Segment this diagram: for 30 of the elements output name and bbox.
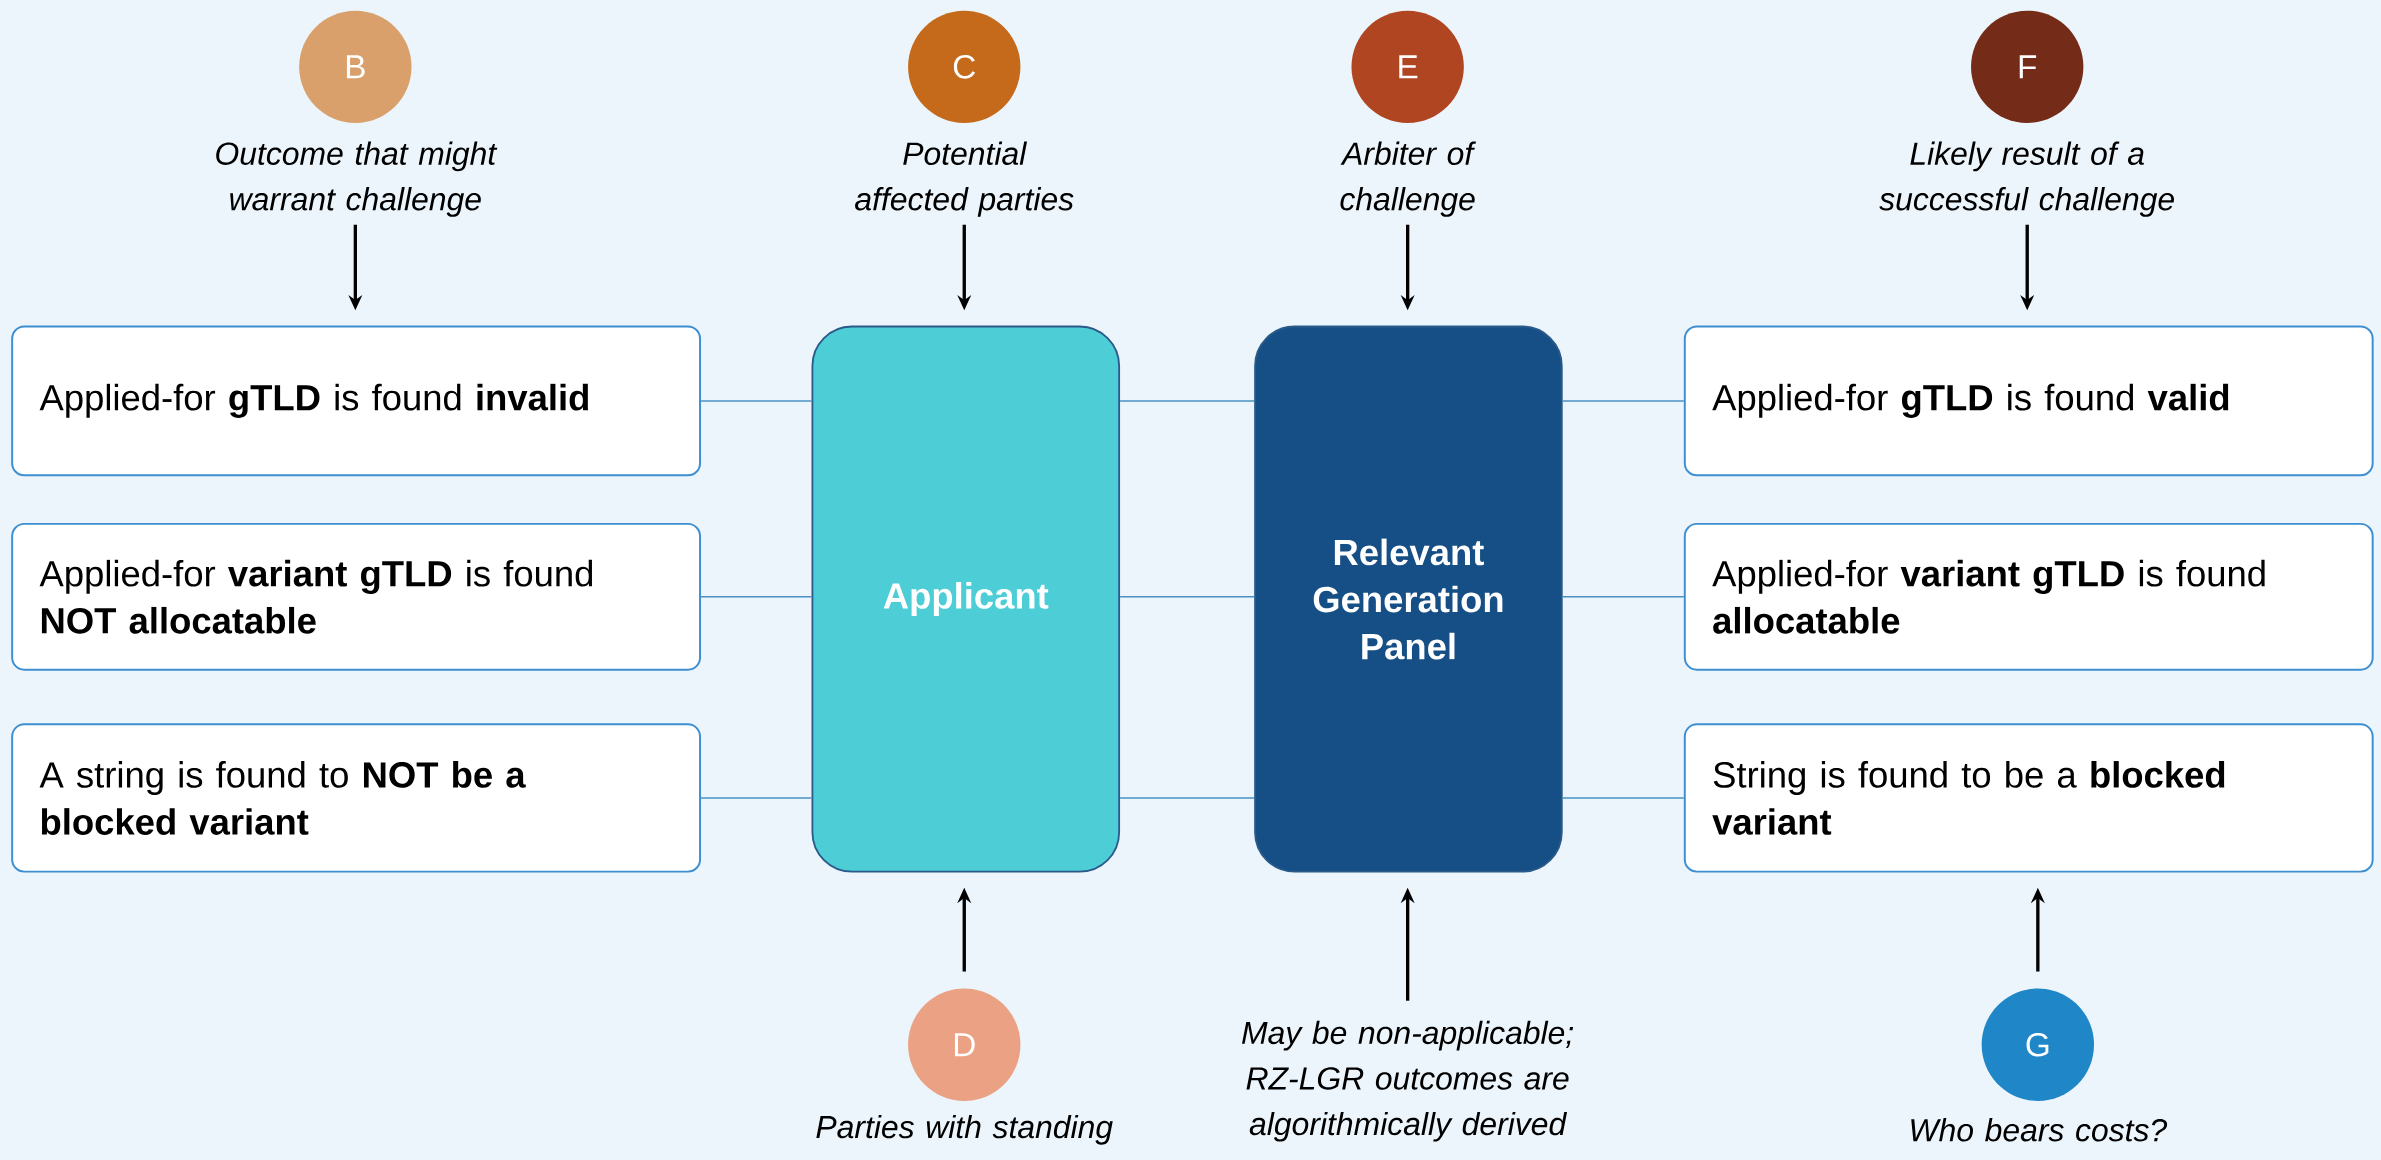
role-box: Applicant <box>811 325 1121 873</box>
circle-badge: C <box>908 10 1021 123</box>
connector-line <box>1119 400 1255 402</box>
circle-badge: G <box>1981 988 2095 1101</box>
outcome-box: Applied-for variant gTLD is found allocatable <box>1683 522 2374 671</box>
circle-badge: B <box>299 10 412 123</box>
circle-badge: E <box>1351 10 1464 123</box>
connector-line <box>700 400 813 402</box>
annotation-text: Parties with standing <box>816 1114 1113 1145</box>
annotation-text: Likely result of a successful challenge <box>1879 141 2174 217</box>
role-box: Relevant Generation Panel <box>1254 325 1563 873</box>
annotation-text: Who bears costs? <box>1911 1118 2168 1142</box>
connector-line <box>1119 797 1255 799</box>
connector-line <box>700 797 813 799</box>
outcome-box: Applied-for gTLD is found invalid <box>11 325 702 477</box>
annotation-text: May be non-applicable; RZ-LGR outcomes are algorithmically derived <box>1242 1020 1574 1142</box>
outcome-box: String is found to be a blocked variant <box>1683 723 2374 873</box>
connector-line <box>700 595 813 598</box>
connector-line <box>1561 797 1685 799</box>
connector-line <box>1119 595 1255 598</box>
connector-line <box>1561 595 1685 598</box>
outcome-box: A string is found to NOT be a blocked variant <box>11 723 702 873</box>
circle-badge: F <box>1971 10 2084 123</box>
outcome-box: Applied-for variant gTLD is found NOT allocatable <box>11 522 702 671</box>
circle-badge: D <box>908 988 1021 1101</box>
annotation-text: Arbiter of challenge <box>1340 141 1476 217</box>
annotation-text: Potential affected parties <box>855 141 1074 217</box>
annotation-text: Outcome that might warrant challenge <box>216 141 498 217</box>
outcome-box: Applied-for gTLD is found valid <box>1683 325 2374 477</box>
connector-line <box>1561 400 1685 402</box>
